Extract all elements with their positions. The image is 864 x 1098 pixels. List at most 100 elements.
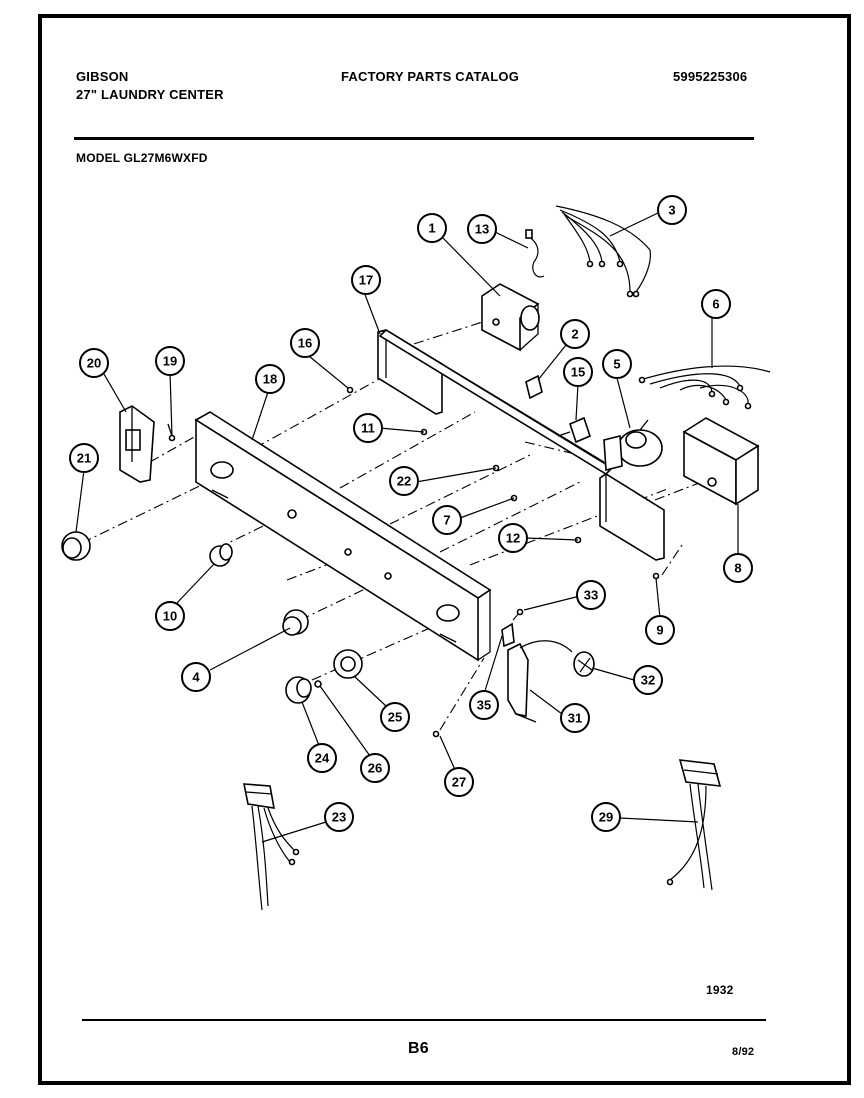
callout-15-label: 15	[571, 365, 585, 380]
callout-11: 11	[353, 413, 383, 443]
callout-10: 10	[155, 601, 185, 631]
harness-6	[638, 365, 771, 410]
callout-1-label: 1	[428, 221, 435, 236]
callout-17: 17	[351, 265, 381, 295]
callout-5: 5	[602, 349, 632, 379]
harness-23	[243, 783, 300, 911]
callout-22-label: 22	[397, 474, 411, 489]
callout-31-label: 31	[568, 711, 582, 726]
callout-19-label: 19	[163, 354, 177, 369]
header-rule	[74, 137, 754, 140]
callout-2: 2	[560, 319, 590, 349]
callout-23: 23	[324, 802, 354, 832]
callout-12: 12	[498, 523, 528, 553]
leader-lines	[75, 211, 739, 843]
callout-35: 35	[469, 690, 499, 720]
product-name: 27" LAUNDRY CENTER	[76, 87, 224, 102]
control-panel	[194, 411, 492, 662]
callout-20: 20	[79, 348, 109, 378]
callout-26: 26	[360, 753, 390, 783]
knob-21	[61, 531, 91, 561]
callout-24-label: 24	[315, 751, 330, 766]
callout-9: 9	[645, 615, 675, 645]
callout-27-label: 27	[452, 775, 466, 790]
callout-33: 33	[576, 580, 606, 610]
catalog-number: 5995225306	[673, 69, 748, 84]
callout-32-label: 32	[641, 673, 655, 688]
callout-25-label: 25	[388, 710, 402, 725]
catalog-title: FACTORY PARTS CATALOG	[341, 69, 520, 84]
callout-33-label: 33	[584, 588, 598, 603]
revision-date: 8/92	[732, 1046, 755, 1058]
clip-26	[314, 680, 322, 688]
callout-2-label: 2	[571, 327, 578, 342]
callout-6-label: 6	[712, 297, 719, 312]
callout-21-label: 21	[77, 451, 91, 466]
knob-24	[285, 676, 312, 704]
callout-3-label: 3	[668, 203, 675, 218]
callout-10-label: 10	[163, 609, 177, 624]
bracket-17	[377, 329, 443, 415]
callout-11-label: 11	[361, 421, 375, 436]
callout-4-label: 4	[192, 670, 200, 685]
bracket-31	[501, 608, 573, 723]
callout-17-label: 17	[359, 273, 373, 288]
callout-27: 27	[444, 767, 474, 797]
brand-name: GIBSON	[76, 69, 129, 84]
callout-21: 21	[69, 443, 99, 473]
callout-8-label: 8	[734, 561, 741, 576]
bracket-right	[599, 473, 665, 561]
upper-rail	[378, 328, 614, 476]
callout-23-label: 23	[332, 810, 346, 825]
page-number: B6	[408, 1040, 429, 1057]
callout-29-label: 29	[599, 810, 613, 825]
callout-13-label: 13	[475, 222, 489, 237]
switch-15	[557, 416, 591, 444]
callout-3: 3	[657, 195, 687, 225]
callout-18-label: 18	[263, 372, 277, 387]
callout-13: 13	[467, 214, 497, 244]
callout-24: 24	[307, 743, 337, 773]
callout-29: 29	[591, 802, 621, 832]
callout-9-label: 9	[656, 623, 663, 638]
callout-6: 6	[701, 289, 731, 319]
model-number: MODEL GL27M6WXFD	[76, 151, 208, 165]
disc-25	[333, 649, 363, 679]
callout-4: 4	[181, 662, 211, 692]
harness-29	[666, 759, 722, 891]
control-box-8	[682, 417, 760, 506]
callout-18: 18	[255, 364, 285, 394]
part-2	[525, 374, 543, 400]
screw-16	[346, 386, 354, 394]
wire-13	[525, 229, 545, 278]
callout-32: 32	[633, 665, 663, 695]
callout-19: 19	[155, 346, 185, 376]
callout-26-label: 26	[368, 761, 382, 776]
callout-25: 25	[380, 702, 410, 732]
footer-rule	[82, 1019, 766, 1021]
callout-16: 16	[290, 328, 320, 358]
knob-4	[282, 609, 309, 636]
bracket-20	[119, 405, 155, 483]
drawing-number: 1932	[706, 983, 734, 997]
callout-15: 15	[563, 357, 593, 387]
callout-20-label: 20	[87, 356, 101, 371]
callout-22: 22	[389, 466, 419, 496]
timer-part	[481, 283, 540, 352]
knob-10	[209, 543, 233, 567]
callout-35-label: 35	[477, 698, 491, 713]
harness-3	[555, 205, 651, 298]
callout-8: 8	[723, 553, 753, 583]
screw-9	[652, 572, 660, 580]
callout-1: 1	[417, 213, 447, 243]
pressure-switch	[603, 419, 663, 472]
screw-27	[432, 730, 440, 738]
part-32	[573, 651, 595, 677]
callout-31: 31	[560, 703, 590, 733]
callout-7-label: 7	[443, 513, 450, 528]
callout-7: 7	[432, 505, 462, 535]
callout-12-label: 12	[506, 531, 520, 546]
page-border	[38, 14, 851, 1085]
callout-5-label: 5	[613, 357, 620, 372]
